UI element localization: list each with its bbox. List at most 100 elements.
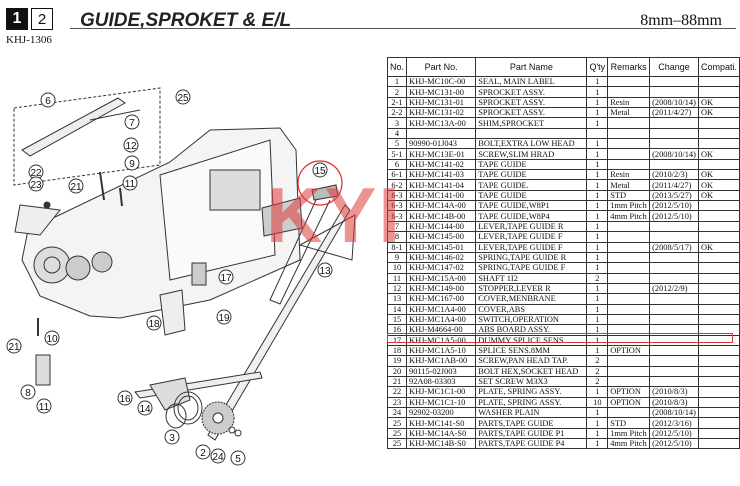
callout-23: 23 (30, 180, 42, 191)
table-cell: 1 (586, 86, 609, 98)
table-cell (649, 313, 699, 326)
table-cell: 1 (586, 427, 609, 440)
callout-22: 22 (30, 168, 42, 179)
table-cell: SPROCKET ASSY. (475, 107, 588, 119)
table-cell: OPTION (607, 344, 651, 357)
table-cell: KHJ-MC10C-00 (406, 75, 477, 88)
table-cell: SWITCH,OPERATION (475, 313, 588, 326)
table-cell: OK (697, 148, 740, 160)
table-cell (697, 262, 740, 274)
table-cell (649, 127, 699, 140)
table-cell: KHJ-MC149-00 (406, 282, 477, 295)
table-cell: 92A08-03303 (406, 375, 477, 388)
table-cell: KHJ-MC13A-00 (406, 117, 477, 129)
table-cell: 1mm Pitch (607, 200, 651, 212)
table-cell (697, 220, 740, 233)
table-cell: WASHER PLAIN (475, 406, 588, 419)
table-cell (697, 272, 740, 284)
table-cell (607, 138, 651, 150)
table-cell: 92902-03200 (406, 406, 477, 419)
table-cell: 25 (386, 427, 408, 440)
table-cell: 1 (586, 189, 609, 202)
table-cell: 1 (586, 231, 609, 243)
table-cell: 19 (386, 355, 408, 367)
table-cell (697, 303, 740, 315)
table-cell: Resin (607, 169, 651, 181)
table-cell: OK (697, 189, 740, 202)
table-cell: STD (607, 417, 651, 429)
table-cell (697, 158, 740, 171)
table-cell: KHJ-MC14B-S0 (406, 438, 477, 450)
table-cell (697, 417, 740, 429)
callout-11b: 11 (39, 402, 50, 413)
table-cell: SCREW,SLIM HRAD (475, 148, 588, 160)
callout-24: 24 (212, 452, 224, 463)
table-cell (697, 344, 740, 357)
table-cell: (2013/5/27) (649, 189, 699, 202)
callout-7: 7 (129, 118, 135, 129)
table-cell (649, 293, 699, 305)
table-cell: 2 (586, 365, 609, 377)
table-cell: KHJ-MC141-03 (406, 169, 477, 181)
table-cell: 1 (586, 200, 609, 212)
table-cell: LEVER,TAPE GUIDE F (475, 231, 588, 243)
table-cell: 2 (586, 375, 609, 388)
table-cell: (2010/8/3) (649, 386, 699, 398)
table-cell: Metal (607, 107, 651, 119)
table-cell (649, 355, 699, 367)
col-header: No. (386, 57, 408, 77)
parts-table: No. Part No. Part Name Q'ty Remarks Chan… (386, 57, 740, 450)
table-cell (697, 313, 740, 326)
table-cell (697, 365, 740, 377)
table-cell: 1 (586, 251, 609, 264)
table-cell: KHJ-MC141-00 (406, 189, 477, 202)
table-cell (607, 231, 651, 243)
table-cell (697, 427, 740, 440)
table-cell (697, 282, 740, 295)
table-cell: OK (697, 107, 740, 119)
table-cell: 2-1 (386, 96, 408, 109)
table-cell: (2008/10/14) (649, 406, 699, 419)
table-cell: (2012/5/10) (649, 427, 699, 440)
table-cell (607, 313, 651, 326)
table-cell: KHJ-MC144-00 (406, 220, 477, 233)
table-cell: OK (697, 179, 740, 191)
table-cell: KHJ-MC14A-00 (406, 200, 477, 212)
table-cell: TAPE GUIDE (475, 158, 588, 171)
table-cell: PARTS,TAPE GUIDE P1 (475, 427, 588, 440)
table-cell: SHAFT 1I2 (475, 272, 588, 284)
table-cell (649, 375, 699, 388)
table-cell: SPROCKET ASSY. (475, 86, 588, 98)
table-cell (607, 365, 651, 377)
table-cell: KHJ-MC13E-01 (406, 148, 477, 160)
col-header: Compati. (697, 57, 740, 77)
header-rule (70, 28, 736, 29)
table-cell (697, 117, 740, 129)
table-cell (697, 386, 740, 398)
table-cell: 1 (586, 438, 609, 450)
table-cell: TAPE GUIDE (475, 169, 588, 181)
table-cell: KHJ-MC1A4-00 (406, 303, 477, 315)
table-cell: Resin (607, 96, 651, 109)
col-header: Part No. (406, 57, 477, 77)
table-cell (607, 86, 651, 98)
table-cell: 2 (386, 86, 408, 98)
table-cell (607, 282, 651, 295)
table-cell: (2008/10/14) (649, 148, 699, 160)
table-cell (697, 200, 740, 212)
exploded-diagram: 25 6 7 12 9 22 23 21 11 15 13 17 18 19 1… (6, 87, 356, 466)
table-cell: 23 (386, 396, 408, 409)
table-cell (649, 231, 699, 243)
table-cell: 3 (386, 117, 408, 129)
table-cell: 1 (586, 344, 609, 357)
